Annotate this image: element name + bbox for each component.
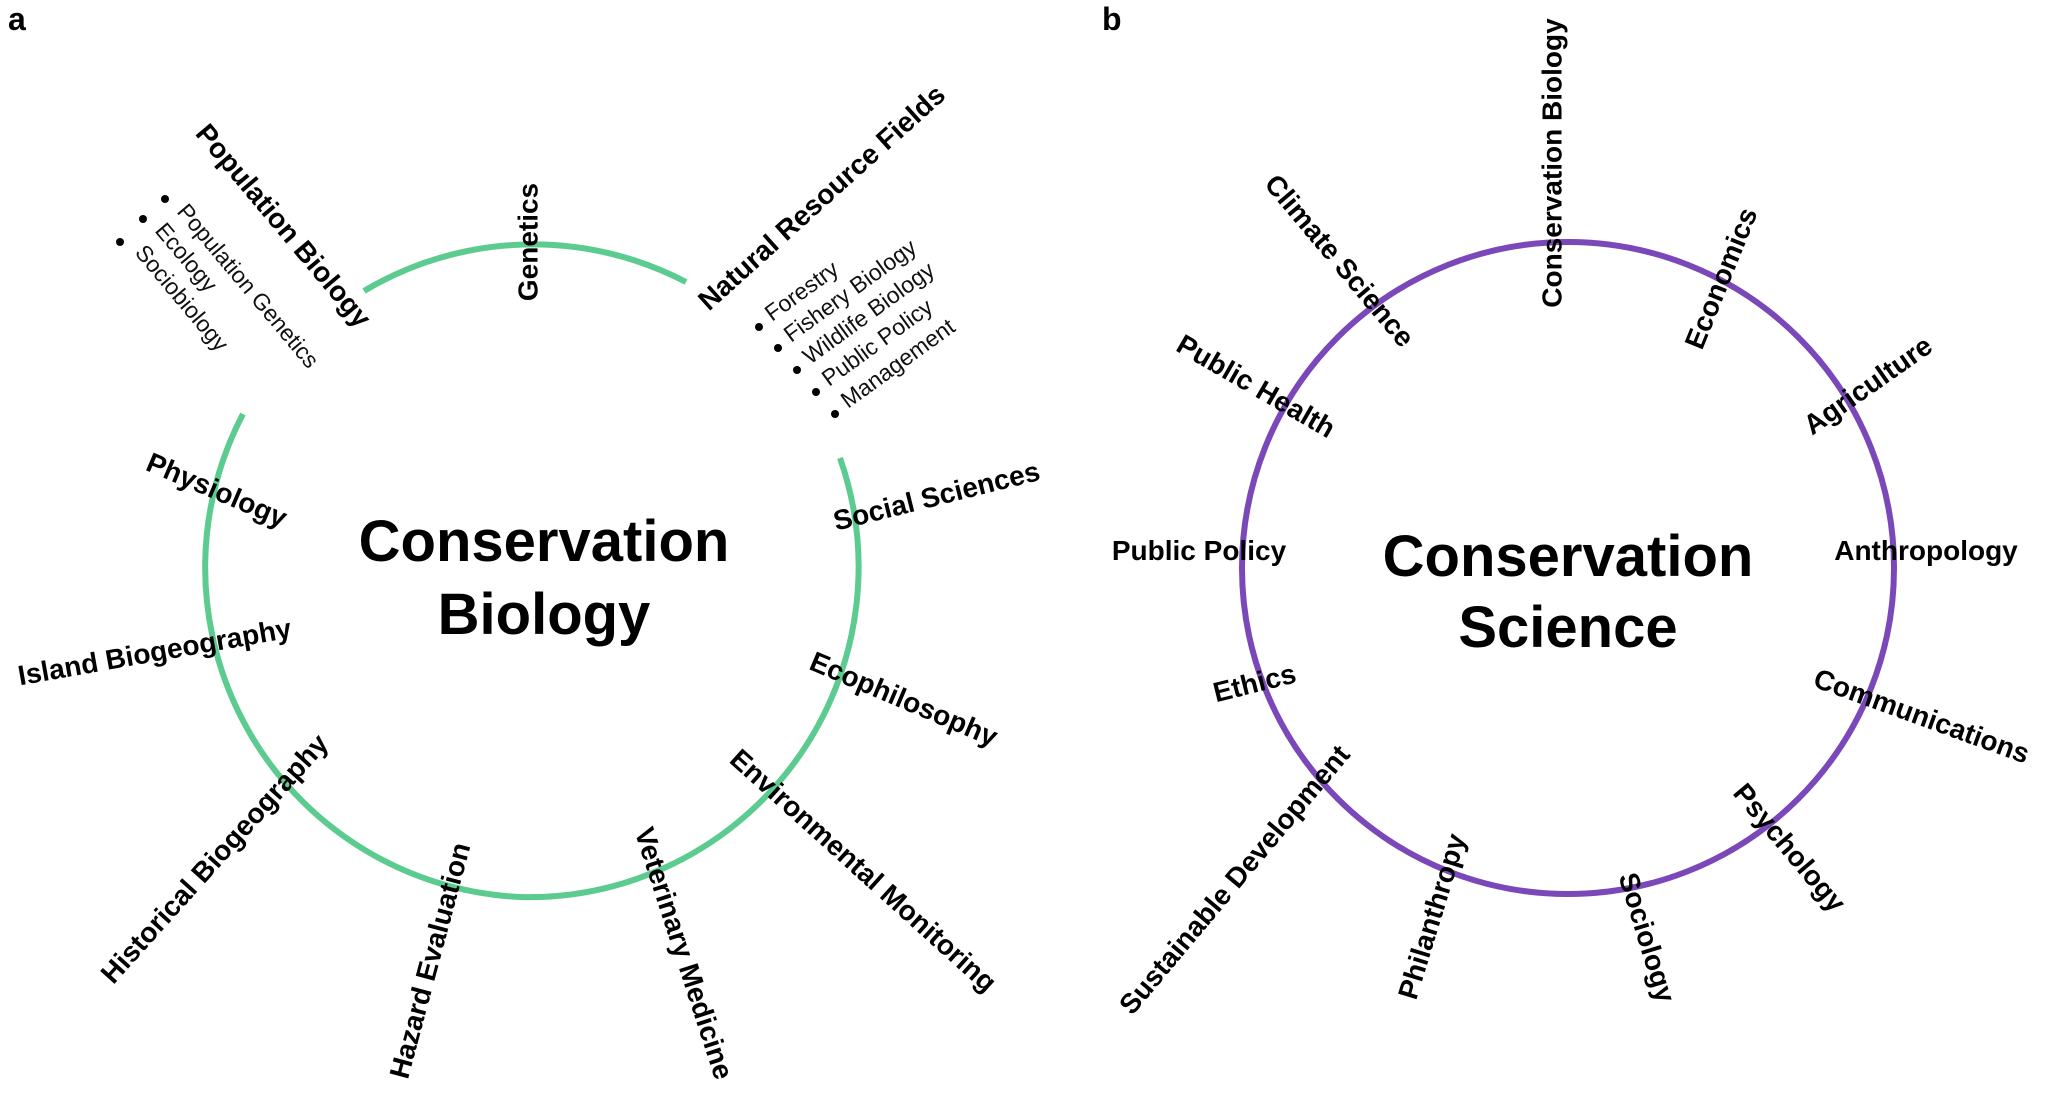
bullet-wildlife-biology	[793, 366, 801, 374]
panel-a: a Conservation Biology Genetics Populati…	[8, 1, 1043, 1083]
label-historical-biogeography: Historical Biogeography	[95, 728, 335, 990]
label-environmental-monitoring: Environmental Monitoring	[724, 743, 1003, 998]
label-economics: Economics	[1679, 203, 1764, 353]
panel-a-center-title: Conservation Biology	[359, 509, 730, 647]
label-sociology: Sociology	[1613, 869, 1682, 1006]
population-biology-group: Population Biology Population Genetics E…	[116, 118, 378, 373]
bullet-sociobiology	[116, 238, 124, 246]
label-hazard-evaluation: Hazard Evaluation	[384, 839, 477, 1081]
panel-a-letter: a	[8, 1, 26, 37]
label-population-biology: Population Biology	[190, 118, 378, 334]
panel-a-title-line1: Conservation	[359, 509, 730, 574]
panel-a-ring	[202, 241, 862, 901]
label-public-health: Public Health	[1171, 328, 1340, 444]
bullet-management	[831, 410, 839, 418]
label-ecophilosophy: Ecophilosophy	[805, 646, 1002, 753]
panel-b-title-line1: Conservation	[1383, 524, 1754, 589]
panel-b-letter: b	[1102, 1, 1122, 37]
ring-a-arc-left	[202, 412, 520, 900]
label-social-sciences: Social Sciences	[830, 455, 1043, 536]
label-physiology: Physiology	[142, 447, 292, 534]
bullet-public-policy	[812, 388, 820, 396]
bullet-forestry	[755, 323, 763, 331]
label-climate-science: Climate Science	[1259, 168, 1421, 352]
ring-b-circle	[1239, 239, 1897, 897]
bullet-fishery-biology	[774, 344, 782, 352]
ring-a-arc-right	[518, 457, 862, 901]
label-public-policy-b: Public Policy	[1112, 535, 1287, 566]
ring-a-arc-top	[362, 241, 688, 294]
label-anthropology: Anthropology	[1834, 535, 2018, 566]
label-philanthropy: Philanthropy	[1392, 830, 1472, 1003]
panel-b: b Conservation Science Conservation Biol…	[1102, 1, 2034, 1020]
label-island-biogeography: Island Biogeography	[16, 613, 295, 692]
panel-b-center-title: Conservation Science	[1383, 524, 1754, 660]
bullet-population-genetics	[161, 195, 169, 203]
label-genetics: Genetics	[512, 183, 543, 301]
label-communications: Communications	[1810, 663, 2034, 770]
label-conservation-biology: Conservation Biology	[1536, 18, 1567, 308]
label-agriculture: Agriculture	[1798, 330, 1938, 441]
label-psychology: Psychology	[1727, 777, 1852, 918]
label-sustainable-development: Sustainable Development	[1113, 739, 1356, 1020]
panel-b-title-line2: Science	[1458, 595, 1677, 660]
natural-resource-fields-group: Natural Resource Fields Forestry Fishery…	[692, 79, 960, 418]
panel-a-title-line2: Biology	[438, 582, 651, 647]
panel-b-ring	[1239, 239, 1897, 897]
bullet-ecology	[139, 215, 147, 223]
label-veterinary-medicine: Veterinary Medicine	[629, 823, 740, 1083]
